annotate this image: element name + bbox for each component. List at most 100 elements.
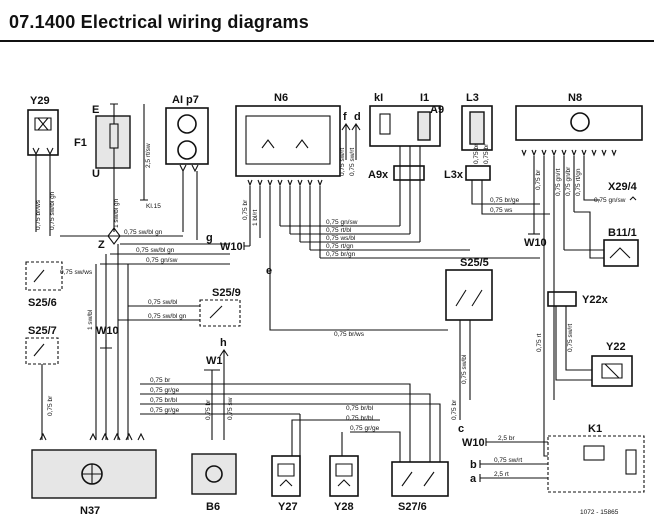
component-s25-6 bbox=[25, 261, 63, 291]
wl-h-1: 0,75 gn/sw bbox=[326, 219, 358, 226]
wl-rt-k1a: 0,75 rt bbox=[536, 333, 543, 352]
wl-sw-rt-y22: 0,75 sw/rt bbox=[567, 324, 574, 352]
wire-k1-b bbox=[479, 460, 548, 468]
component-y27 bbox=[271, 455, 301, 497]
wl-n6-1: 0,75 br bbox=[242, 199, 249, 220]
wl-sw-bl-s255: 0,75 sw/bl bbox=[461, 354, 468, 384]
component-s27-6 bbox=[391, 461, 449, 497]
component-n6 bbox=[235, 105, 341, 187]
component-f1 bbox=[95, 103, 131, 180]
arrow-h bbox=[219, 349, 229, 440]
wl-rt-sw: 2,5 rt/sw bbox=[145, 143, 152, 168]
component-n8 bbox=[515, 105, 643, 157]
header-divider bbox=[0, 40, 654, 42]
component-s25-9 bbox=[199, 299, 241, 327]
wires-y27 bbox=[291, 414, 380, 456]
label-l3: L3 bbox=[466, 92, 479, 104]
wire-aip7 bbox=[182, 171, 198, 240]
wl-gn-sw-x29: 0,75 gn/sw bbox=[594, 197, 626, 204]
connector-y22x bbox=[547, 291, 577, 307]
label-k1: K1 bbox=[588, 423, 602, 435]
wl-f1: 1 sw/bl gn bbox=[113, 198, 120, 228]
component-s25-5 bbox=[445, 269, 493, 321]
wl-n6-4: 0,75 sw/rt bbox=[349, 148, 356, 176]
letter-h: h bbox=[220, 337, 227, 349]
label-b11-1: B11/1 bbox=[608, 227, 637, 239]
label-s25-7: S25/7 bbox=[28, 325, 57, 337]
wl-n6-3: 0,75 sw/rt bbox=[339, 148, 346, 176]
wl-br-ws-long: 0,75 br/ws bbox=[334, 331, 365, 338]
connector-x29-4 bbox=[629, 196, 637, 201]
letter-b: b bbox=[470, 459, 477, 471]
wl-s256: 0,75 sw/ws bbox=[60, 269, 93, 276]
wires-n8 bbox=[533, 156, 600, 400]
label-w10-a: W10 bbox=[220, 241, 243, 253]
junction-z bbox=[107, 227, 121, 245]
label-w10-d: W10 bbox=[462, 437, 485, 449]
label-n6: N6 bbox=[274, 92, 288, 104]
wl-br-bl-y27b: 0,75 br/bl bbox=[346, 415, 374, 422]
label-n8: N8 bbox=[568, 92, 582, 104]
wl-k1-25rt: 2,5 rt bbox=[494, 471, 509, 478]
wl-ws: 0,75 ws bbox=[490, 207, 513, 214]
wl-kl15: Kl.15 bbox=[146, 203, 161, 210]
wl-br-ge: 0,75 br/ge bbox=[490, 197, 520, 204]
label-s25-9: S25/9 bbox=[212, 287, 241, 299]
wires-l3 bbox=[471, 180, 550, 215]
wire-k1-rt bbox=[543, 320, 548, 457]
wl-br-n37: 0,75 br bbox=[150, 377, 171, 384]
wl-n8-3: 0,75 gn/br bbox=[565, 166, 572, 196]
wl-br-w1: 0,75 br bbox=[205, 399, 212, 420]
label-s25-5: S25/5 bbox=[460, 257, 489, 269]
wl-k1-25br: 2,5 br bbox=[498, 435, 515, 442]
wl-y29-1: 0,75 br/ws bbox=[35, 199, 42, 230]
wl-k1-swrt: 0,75 sw/rt bbox=[494, 457, 522, 464]
component-b11-1 bbox=[603, 239, 639, 267]
label-y29: Y29 bbox=[30, 95, 50, 107]
wire-k1-w10 bbox=[485, 438, 548, 446]
label-i1: I1 bbox=[420, 92, 429, 104]
wires-s25-9 bbox=[118, 305, 200, 321]
letter-e-small: e bbox=[266, 265, 272, 277]
wl-l3-1: 0,75 br bbox=[473, 143, 480, 164]
label-z: Z bbox=[98, 239, 105, 251]
wire-k1-a bbox=[479, 474, 548, 482]
arrows-fd bbox=[341, 123, 361, 160]
letter-c: c bbox=[458, 423, 464, 435]
wl-br-bl-n37: 0,75 br/bl bbox=[150, 397, 178, 404]
label-s25-6: S25/6 bbox=[28, 297, 57, 309]
label-y22: Y22 bbox=[606, 341, 626, 353]
wl-n6-2: 1 bl/rt bbox=[252, 210, 259, 226]
wl-h-3: 0,75 ws/bl bbox=[326, 235, 356, 242]
wl-l3-2: 0,75 br bbox=[483, 143, 490, 164]
wl-z-2: 0,75 sw/bl gn bbox=[136, 247, 175, 254]
letter-d: d bbox=[354, 111, 361, 123]
wl-br-bl-y27: 0,75 br/bl bbox=[346, 405, 374, 412]
wl-gr-ge2-n37: 0,75 gr/ge bbox=[150, 407, 180, 414]
component-aip7 bbox=[165, 107, 209, 173]
label-f1: F1 bbox=[74, 137, 87, 149]
wires-n6-harness bbox=[280, 225, 540, 259]
wires-z-bus bbox=[100, 243, 230, 265]
letter-f: f bbox=[343, 111, 347, 123]
wl-y29-2: 0,75 sw/bl gn bbox=[49, 191, 56, 230]
wire-kl15 bbox=[140, 104, 148, 201]
component-l3 bbox=[461, 105, 493, 151]
wl-z-1: 0,75 sw/bl gn bbox=[124, 229, 163, 236]
wires-n37-bus bbox=[140, 383, 441, 462]
wl-h-4: 0,75 rt/gn bbox=[326, 243, 354, 250]
wires-a9 bbox=[399, 146, 421, 242]
label-y28: Y28 bbox=[334, 501, 354, 513]
label-aip7: AI p7 bbox=[172, 94, 199, 106]
label-w1: W1 bbox=[206, 355, 223, 367]
wl-gr-ge-n37: 0,75 gr/ge bbox=[150, 387, 180, 394]
letter-g: g bbox=[206, 232, 213, 244]
wires-left-bus bbox=[95, 244, 129, 440]
wires-n6 bbox=[249, 186, 321, 262]
label-w10-b: W10 bbox=[524, 237, 547, 249]
ground-w10-a bbox=[243, 242, 250, 250]
wire-br-ws-long bbox=[269, 262, 448, 331]
wl-z-3: 0,75 gn/sw bbox=[146, 257, 178, 264]
label-b6: B6 bbox=[206, 501, 220, 513]
